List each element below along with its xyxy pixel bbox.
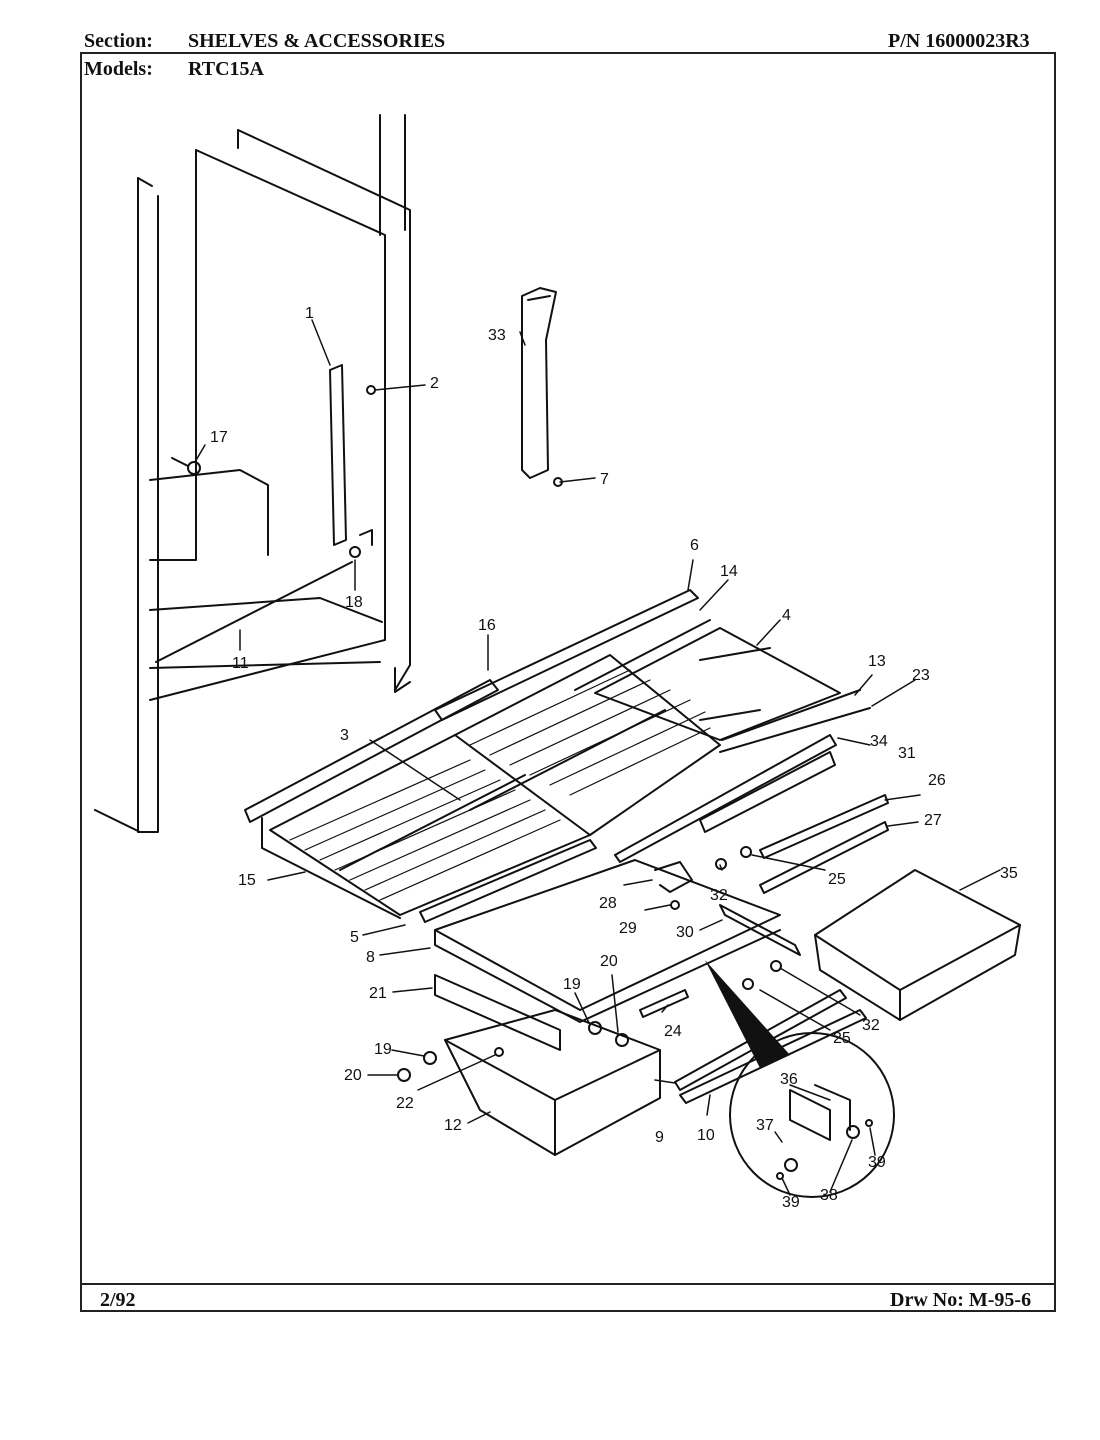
callout-20: 20 — [600, 953, 618, 970]
crisper-frame-part-21 — [434, 974, 561, 1051]
callout-21: 21 — [369, 985, 387, 1002]
shelf-glass-part-4 — [594, 627, 841, 741]
callout-26: 26 — [928, 772, 946, 789]
callout-25b: 25 — [833, 1030, 851, 1047]
callout-27: 27 — [924, 812, 942, 829]
callout-15: 15 — [238, 872, 256, 889]
diagram-frame — [80, 52, 1056, 1312]
callout-28: 28 — [599, 895, 617, 912]
cabinet-liner — [94, 114, 411, 833]
roller-bracket-part-36 — [789, 1089, 831, 1141]
shelf-rod-part-11 — [155, 561, 353, 663]
callout-5: 5 — [350, 929, 359, 946]
callout-25: 25 — [828, 871, 846, 888]
crisper-drawer-part-12 — [444, 1009, 661, 1101]
callout-11: 11 — [232, 655, 249, 672]
footer-divider — [80, 1283, 1056, 1285]
shelf-rail-part-5 — [419, 839, 597, 923]
wire-shelf-part-3 — [269, 734, 591, 916]
callout-17: 17 — [210, 429, 228, 446]
callout-29: 29 — [619, 920, 637, 937]
detail-leader — [705, 960, 790, 1068]
callout-31: 31 — [898, 745, 916, 762]
callout-2: 2 — [430, 375, 439, 392]
shelf-rail-part-6 — [434, 589, 699, 721]
slide-rail-part-9 — [674, 989, 847, 1091]
air-duct-part-33 — [521, 287, 557, 479]
callout-14: 14 — [720, 563, 738, 580]
rail-part-27 — [759, 821, 889, 894]
callout-19b: 19 — [374, 1041, 392, 1058]
callout-8: 8 — [366, 949, 375, 966]
callout-16: 16 — [478, 617, 496, 634]
models-value: RTC15A — [188, 58, 264, 80]
callout-32: 32 — [710, 887, 728, 904]
callout-35: 35 — [1000, 865, 1018, 882]
callout-18: 18 — [345, 594, 363, 611]
roller-detail-circle — [729, 1032, 895, 1198]
callout-3: 3 — [340, 727, 349, 744]
section-value: SHELVES & ACCESSORIES — [188, 30, 446, 52]
callout-36: 36 — [780, 1071, 798, 1088]
divider-part-30 — [719, 904, 801, 956]
callout-24: 24 — [664, 1023, 682, 1040]
rail-part-26 — [759, 794, 889, 859]
callout-30: 30 — [676, 924, 694, 941]
callout-13: 13 — [868, 653, 886, 670]
callout-32b: 32 — [862, 1017, 880, 1034]
slide-rail-part-10 — [679, 1009, 867, 1104]
callout-7: 7 — [600, 471, 609, 488]
crisper-drawer-part-35 — [814, 869, 1021, 991]
section-label: Section: — [84, 30, 153, 52]
callout-1: 1 — [305, 305, 314, 322]
drawing-number: Drw No: M-95-6 — [890, 1289, 1032, 1311]
shelf-standard-part-1 — [329, 364, 347, 546]
callout-34: 34 — [870, 733, 888, 750]
callout-10: 10 — [697, 1127, 715, 1144]
callout-9: 9 — [655, 1129, 664, 1146]
bracket-part-28 — [654, 861, 693, 893]
footer-date: 2/92 — [100, 1289, 136, 1311]
crisper-cover-part-8 — [434, 859, 781, 1011]
callout-39: 39 — [868, 1154, 886, 1171]
callout-4: 4 — [782, 607, 791, 624]
callout-19: 19 — [563, 976, 581, 993]
shelf-frame-part-15 — [261, 817, 401, 919]
callout-39b: 39 — [782, 1194, 800, 1211]
callout-23: 23 — [912, 667, 930, 684]
callout-22: 22 — [396, 1095, 414, 1112]
callout-labels: 1 2 3 4 5 6 7 8 9 10 11 12 13 14 15 16 1… — [210, 305, 1018, 1211]
shelf-bracket-part-34 — [614, 734, 837, 863]
callout-38: 38 — [820, 1187, 838, 1204]
shelf-rail-part-16 — [244, 679, 499, 823]
callout-37: 37 — [756, 1117, 774, 1134]
models-label: Models: — [84, 58, 153, 80]
rail-part-24 — [639, 989, 689, 1018]
callout-20b: 20 — [344, 1067, 362, 1084]
callout-6: 6 — [690, 537, 699, 554]
part-number: P/N 16000023R3 — [888, 30, 1030, 52]
callout-33: 33 — [488, 327, 506, 344]
callout-12: 12 — [444, 1117, 462, 1134]
